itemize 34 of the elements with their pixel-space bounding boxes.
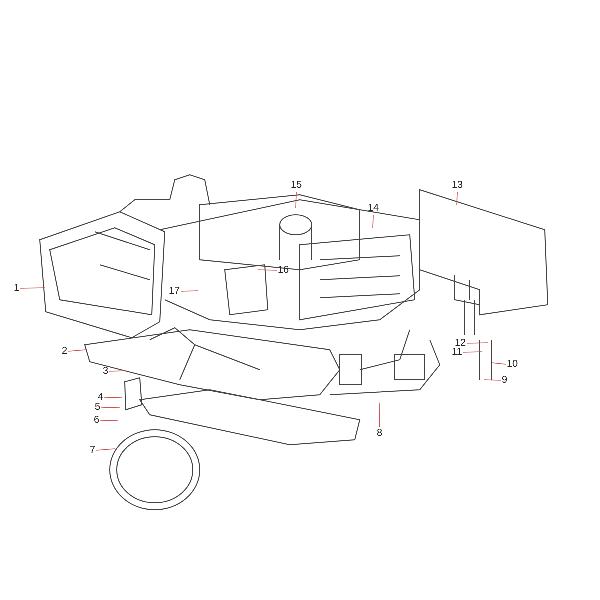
callout-number: 1: [14, 283, 20, 294]
leader-line: [379, 402, 380, 428]
callout-number: 11: [452, 347, 462, 358]
leader-line: [484, 380, 502, 381]
leader-line: [109, 370, 126, 372]
leader-line: [68, 350, 86, 352]
callout-number: 10: [507, 359, 518, 370]
leader-line: [258, 270, 278, 271]
leader-line: [104, 397, 122, 398]
callout-number: 2: [62, 346, 68, 357]
callout-number: 6: [94, 415, 100, 426]
leader-line: [372, 214, 374, 228]
callout-number: 4: [98, 392, 104, 403]
callout-number: 9: [502, 375, 508, 386]
callout-number: 17: [169, 286, 180, 297]
callout-number: 15: [291, 180, 302, 191]
leader-line: [466, 342, 488, 344]
leader-line: [96, 448, 116, 451]
callout-number: 8: [377, 428, 383, 439]
callout-number: 16: [278, 265, 290, 276]
leader-line: [20, 288, 46, 289]
leader-line: [180, 290, 198, 292]
leader-line: [101, 407, 120, 408]
leader-line: [463, 352, 482, 353]
leader-line: [296, 192, 297, 208]
callout-number: 14: [368, 203, 380, 214]
leader-line: [492, 362, 506, 365]
callout-number: 13: [452, 180, 464, 191]
callout-number: 3: [103, 366, 109, 377]
leader-line: [456, 192, 458, 206]
callout-number: 12: [455, 338, 466, 349]
callout-number: 5: [95, 402, 101, 413]
callout-number: 7: [90, 445, 96, 456]
leader-line: [100, 420, 118, 422]
